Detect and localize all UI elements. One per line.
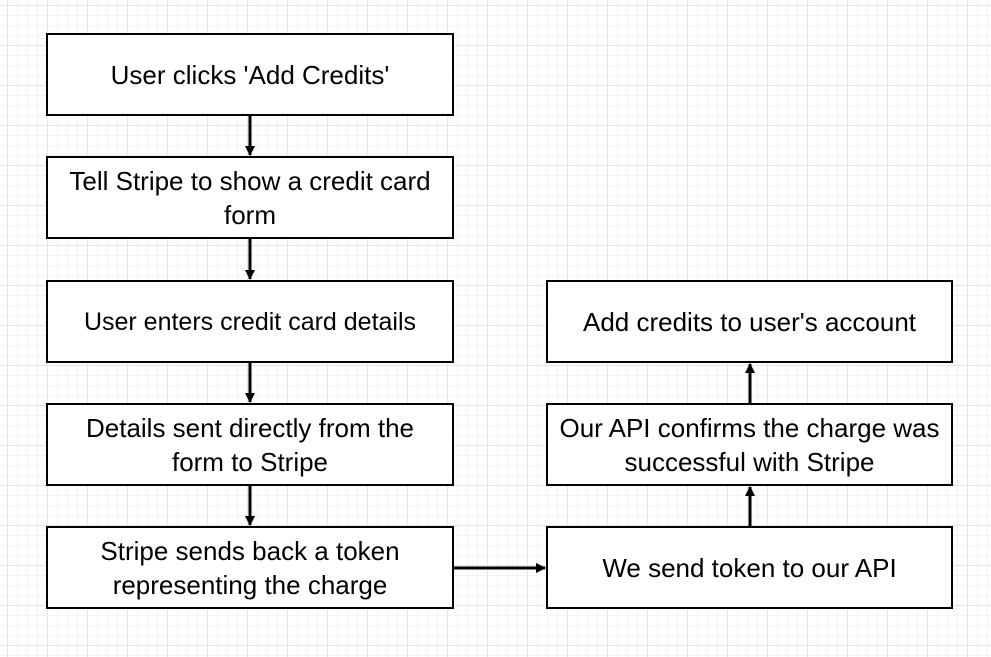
step-show-credit-card-form: Tell Stripe to show a credit card form [46, 156, 454, 239]
step-label: Stripe sends back a token representing t… [100, 535, 400, 600]
step-label: We send token to our API [602, 552, 897, 583]
step-label: User clicks 'Add Credits' [110, 59, 390, 90]
step-label: User enters credit card details [83, 307, 417, 336]
step-stripe-returns-token: Stripe sends back a token representing t… [46, 526, 454, 609]
step-api-confirms-charge: Our API confirms the charge was successf… [546, 403, 953, 486]
step-label: Add credits to user's account [582, 306, 917, 337]
step-enter-card-details: User enters credit card details [46, 280, 454, 363]
step-send-token-to-api: We send token to our API [546, 526, 953, 609]
step-label: Tell Stripe to show a credit card form [69, 165, 431, 230]
step-add-credits-to-account: Add credits to user's account [546, 280, 953, 363]
step-user-clicks-add-credits: User clicks 'Add Credits' [46, 33, 454, 116]
step-label: Our API confirms the charge was successf… [559, 412, 940, 477]
step-details-sent-to-stripe: Details sent directly from the form to S… [46, 403, 454, 486]
step-label: Details sent directly from the form to S… [85, 412, 414, 477]
